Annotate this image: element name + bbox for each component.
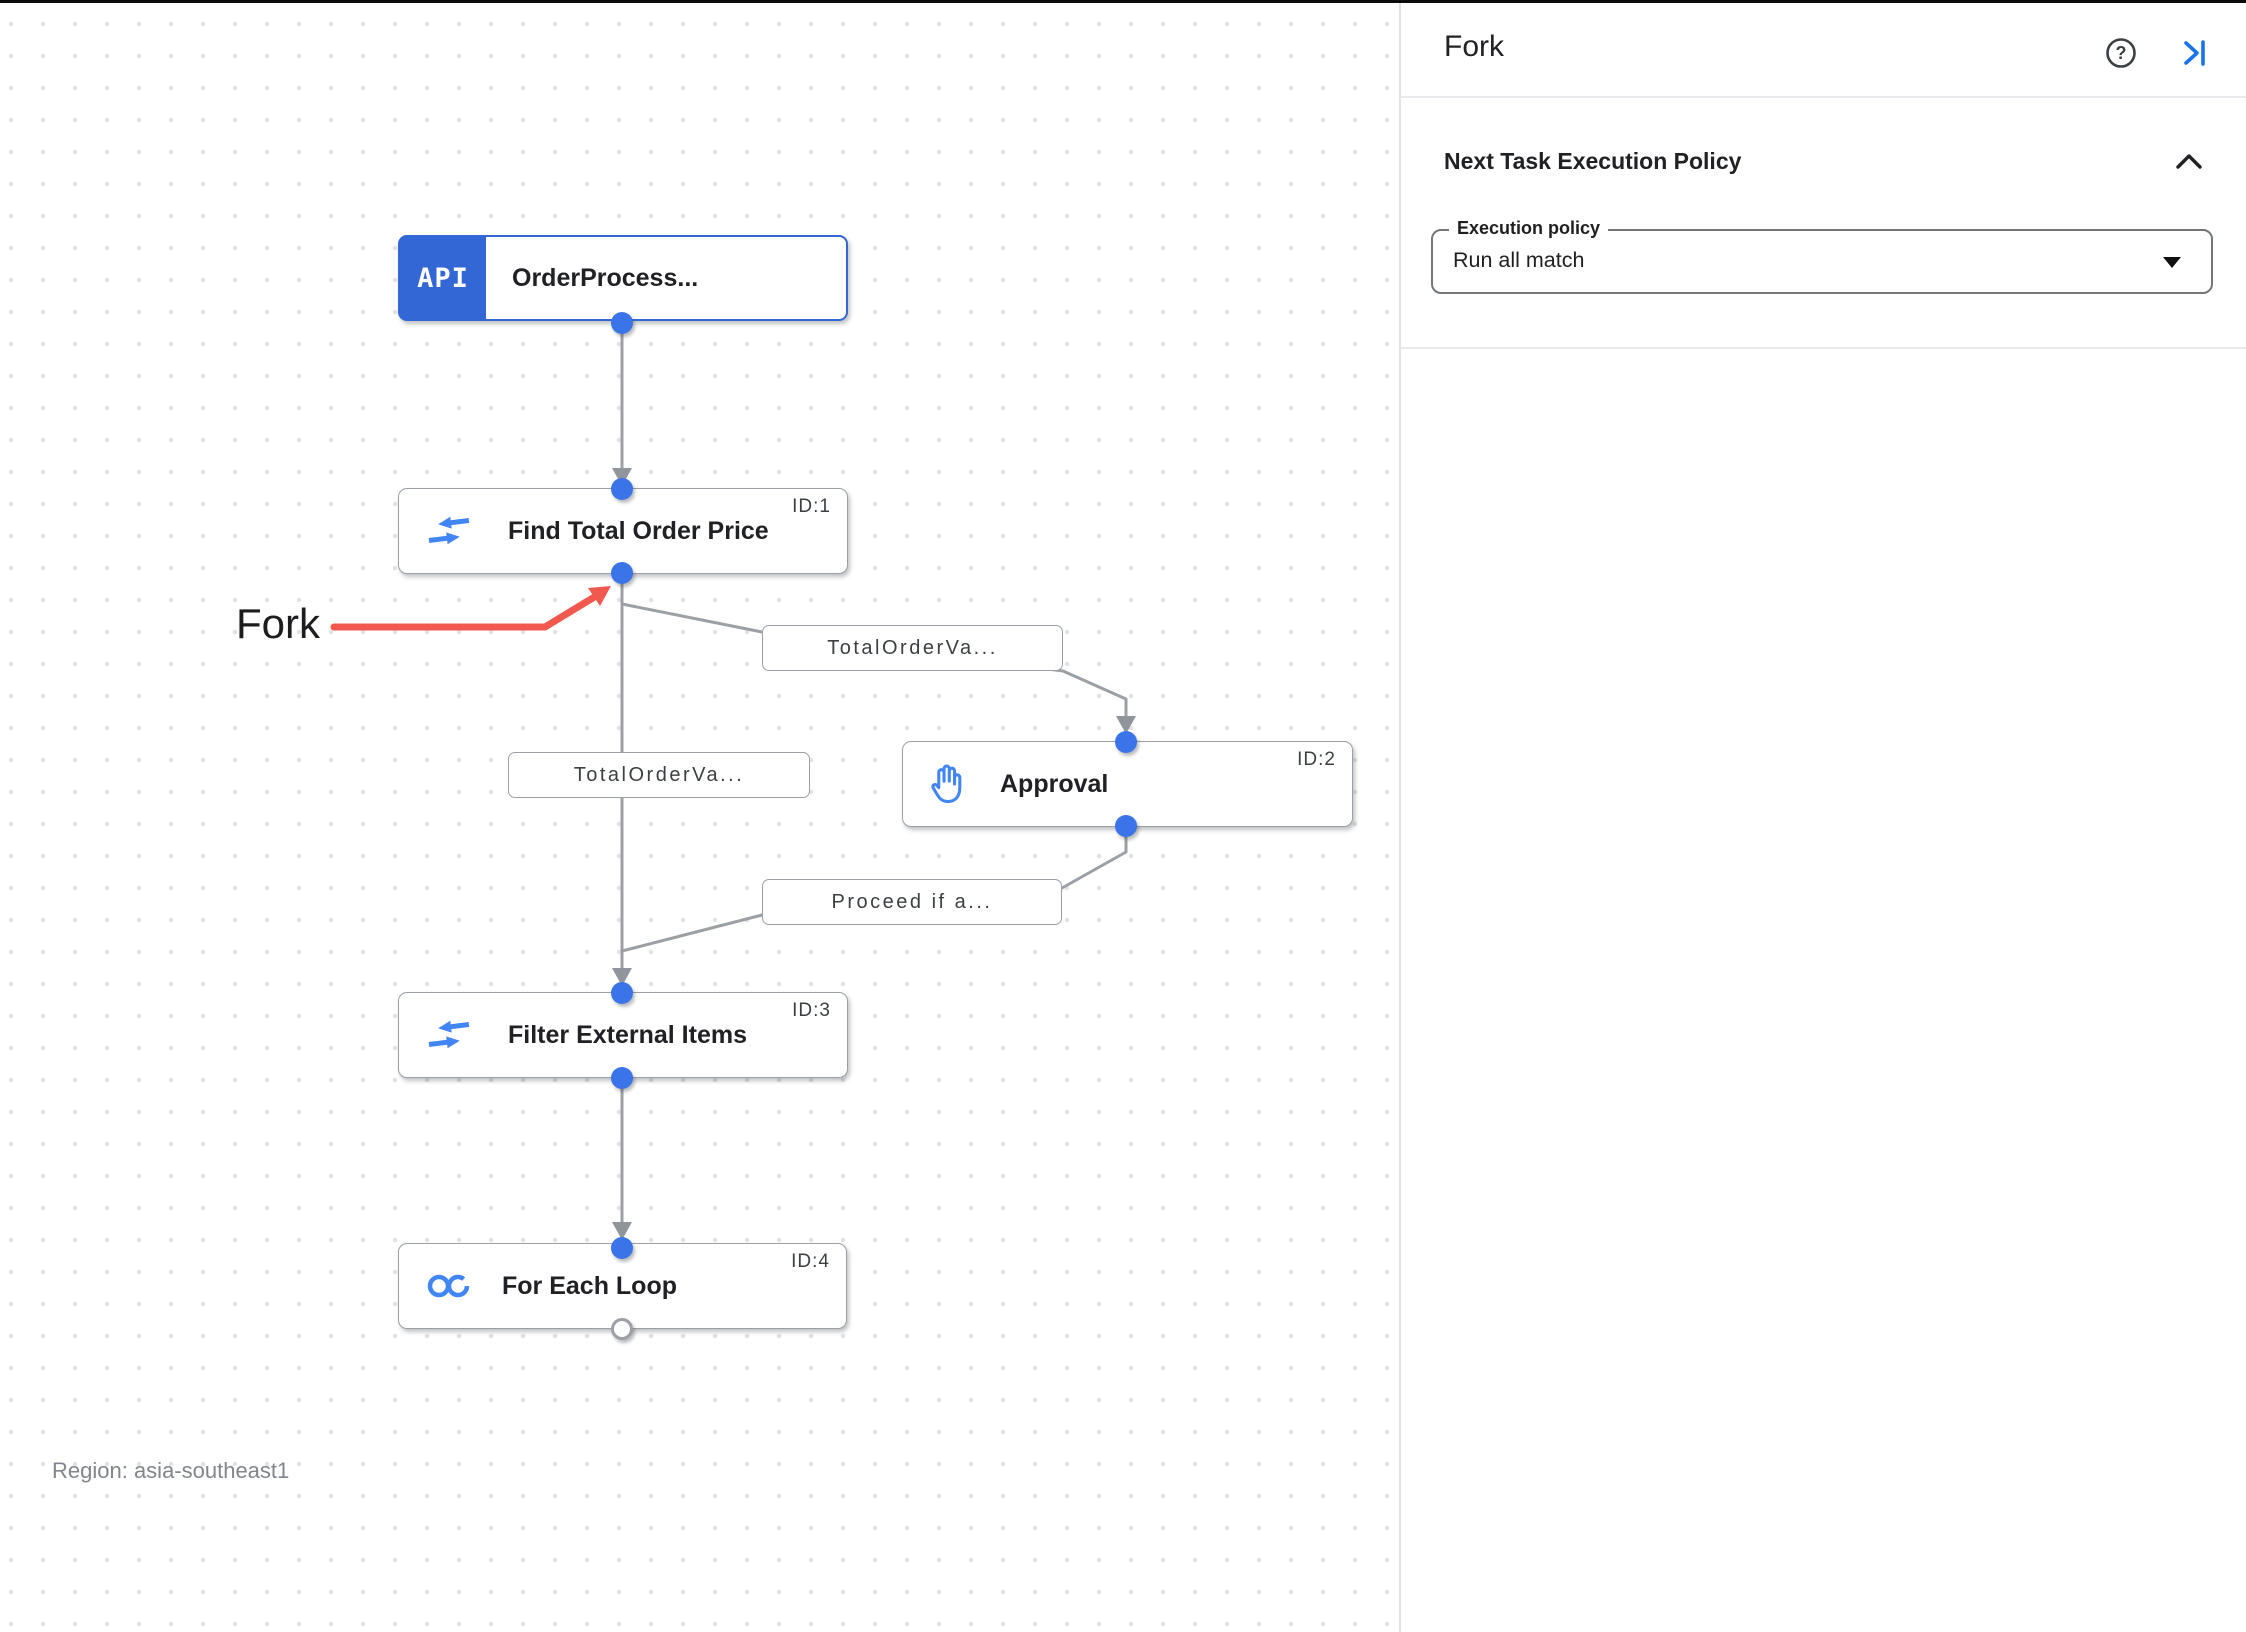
collapse-panel-button[interactable] — [2180, 38, 2210, 71]
help-icon: ? — [2106, 38, 2136, 68]
node-title: Approval — [1000, 769, 1109, 798]
config-panel: Fork ? Next Task Execution Policy Execut… — [1401, 0, 2246, 1632]
connector-dot[interactable] — [611, 982, 633, 1004]
collapse-panel-icon — [2184, 40, 2205, 66]
dropdown-arrow-icon — [2163, 257, 2181, 268]
node-id-label: ID:2 — [1297, 749, 1336, 770]
workflow-canvas[interactable]: API OrderProcess... ID:1 Find Total Orde… — [0, 0, 1399, 1632]
execution-policy-select[interactable]: Execution policy Run all match — [1431, 218, 2213, 294]
edge-arrowheads — [612, 468, 1136, 1240]
edge-label-total-order-left[interactable]: TotalOrderVa... — [508, 752, 810, 798]
node-find-total-order-price[interactable]: ID:1 Find Total Order Price — [398, 488, 848, 574]
panel-divider — [1399, 0, 1401, 1632]
connector-dot[interactable] — [1115, 815, 1137, 837]
node-title: Filter External Items — [508, 1020, 747, 1049]
node-filter-external-items[interactable]: ID:3 Filter External Items — [398, 992, 848, 1078]
connector-dot[interactable] — [1115, 731, 1137, 753]
edge-label-proceed-if[interactable]: Proceed if a... — [762, 879, 1062, 925]
section-divider — [1401, 347, 2246, 349]
svg-text:?: ? — [2116, 43, 2127, 63]
connector-dot-empty[interactable] — [611, 1318, 633, 1340]
node-approval[interactable]: ID:2 Approval — [902, 741, 1353, 827]
fork-annotation-label: Fork — [236, 600, 320, 647]
node-id-label: ID:1 — [792, 496, 831, 517]
edge-label-total-order-right[interactable]: TotalOrderVa... — [762, 625, 1063, 671]
connector-dot[interactable] — [611, 1237, 633, 1259]
help-button[interactable]: ? — [2104, 36, 2138, 73]
node-id-label: ID:3 — [792, 1000, 831, 1021]
section-heading: Next Task Execution Policy — [1444, 148, 1742, 174]
connector-dot[interactable] — [611, 312, 633, 334]
connector-dot[interactable] — [611, 1067, 633, 1089]
node-title: Find Total Order Price — [508, 516, 769, 545]
fork-annotation-arrow — [330, 586, 611, 631]
connector-dot[interactable] — [611, 478, 633, 500]
api-trigger-badge: API — [400, 237, 486, 319]
hand-icon — [930, 762, 968, 806]
node-title: OrderProcess... — [512, 263, 699, 292]
window-top-edge — [0, 0, 2246, 3]
node-title: For Each Loop — [502, 1271, 677, 1300]
node-id-label: ID:4 — [791, 1251, 830, 1272]
panel-title: Fork — [1444, 30, 1504, 63]
collapse-section-button[interactable] — [2173, 150, 2205, 177]
fork-connector-dot[interactable] — [611, 562, 633, 584]
region-label: Region: asia-southeast1 — [52, 1458, 290, 1483]
edges-layer — [330, 323, 1136, 1240]
execution-policy-label: Execution policy — [1449, 218, 1609, 239]
node-api-trigger[interactable]: API OrderProcess... — [398, 235, 848, 321]
header-divider — [1401, 96, 2246, 98]
data-mapping-icon — [426, 514, 472, 548]
loop-icon — [426, 1272, 472, 1300]
data-mapping-icon — [426, 1018, 472, 1052]
execution-policy-value: Run all match — [1453, 248, 1585, 272]
chevron-up-icon — [2176, 154, 2202, 169]
